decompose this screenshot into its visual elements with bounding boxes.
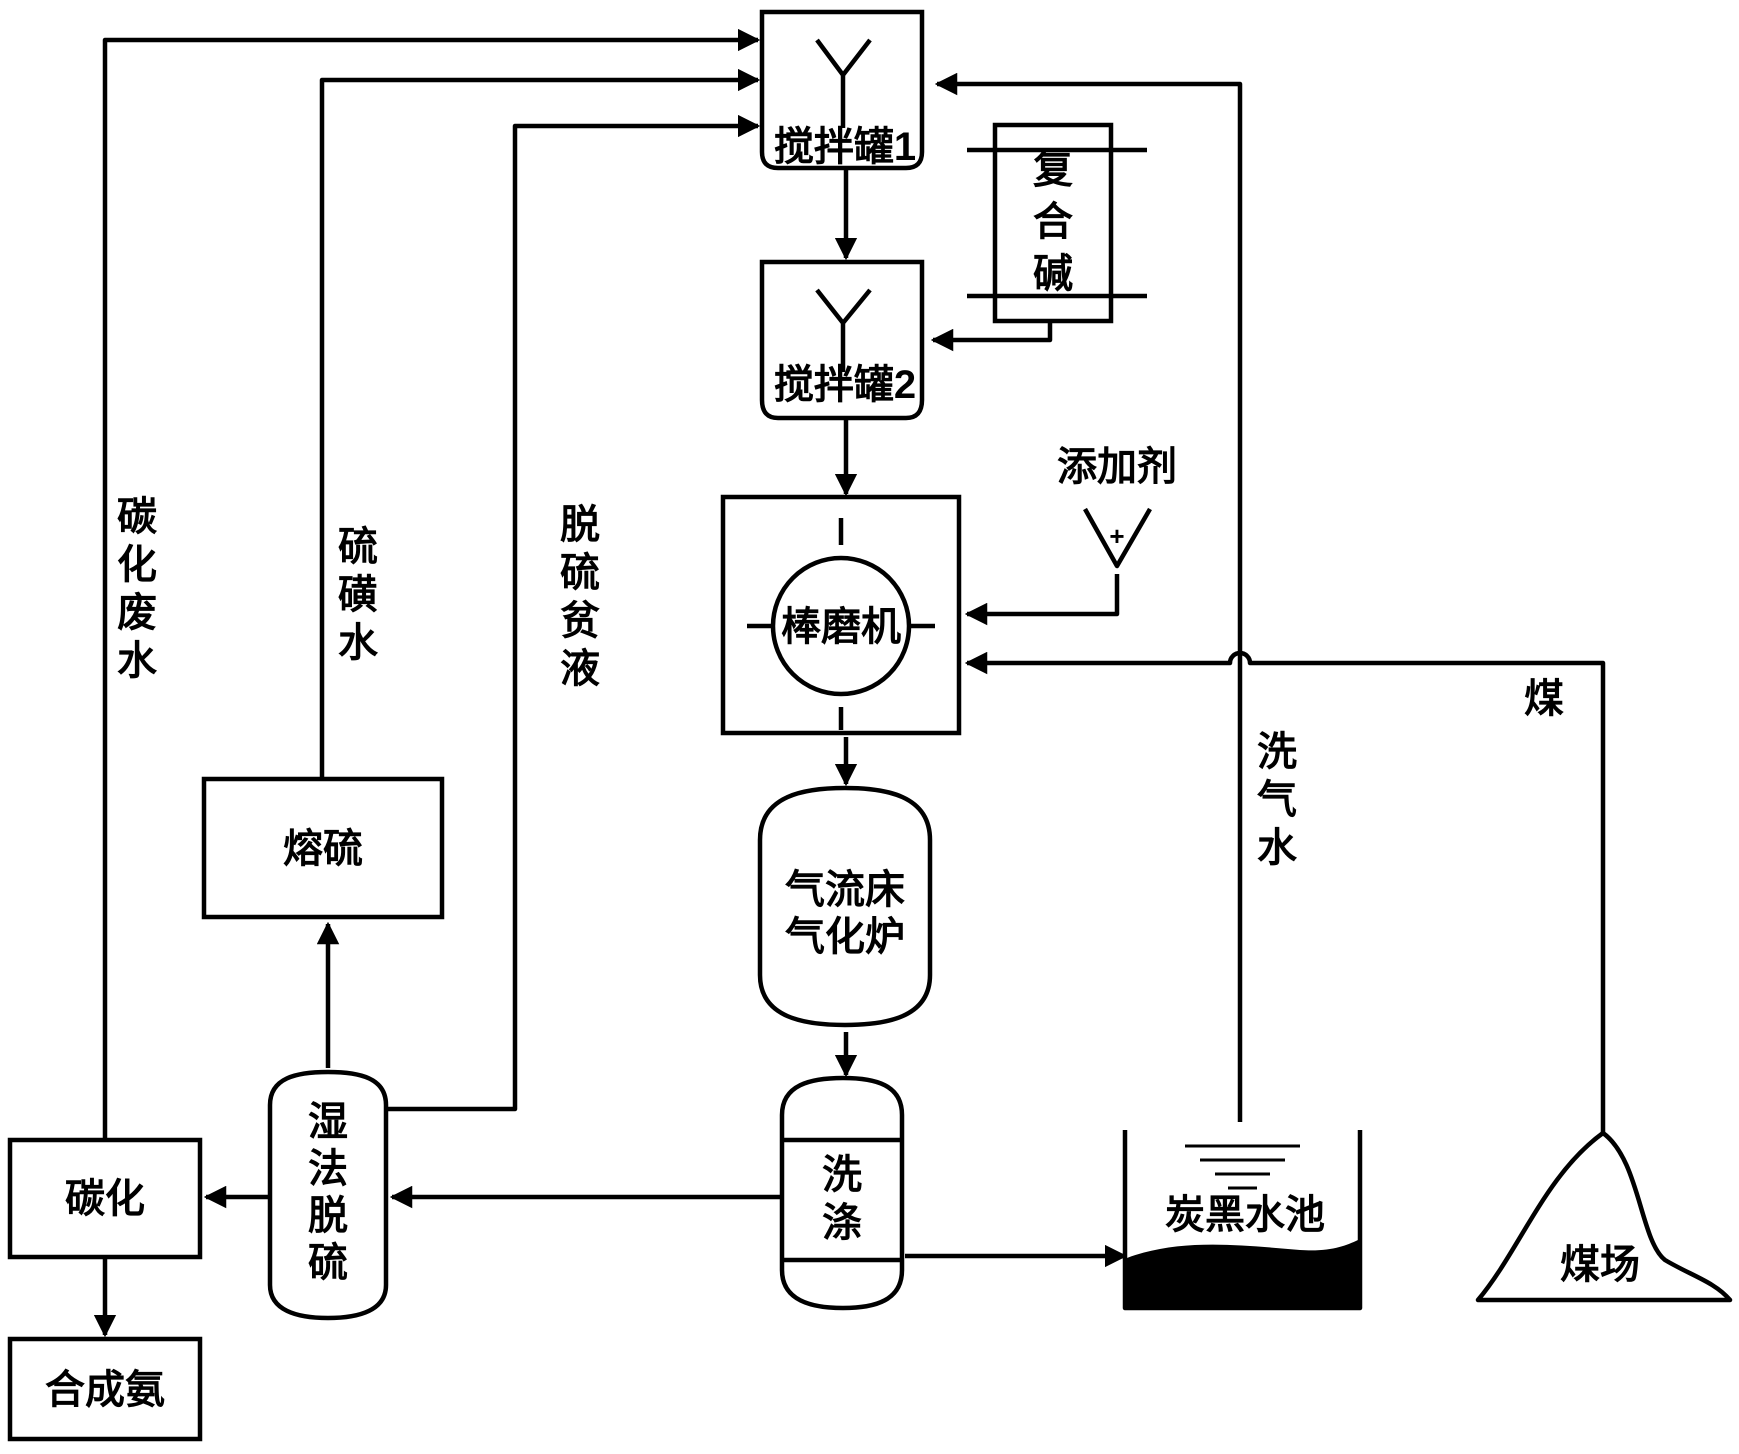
- coal-yard: 煤场: [1475, 1130, 1733, 1303]
- hopper-icon: [1083, 507, 1152, 569]
- stirring-tank-1: 搅拌罐1: [759, 9, 925, 171]
- tank2-label: 搅拌罐2: [774, 363, 916, 407]
- wet-desulfurization-column: 湿 法 脱 硫: [267, 1069, 389, 1321]
- carbonization-label: 碳化: [65, 1177, 145, 1221]
- stirring-tank-2: 搅拌罐2: [759, 259, 925, 421]
- line-carbonization-wastewater: [102, 28, 761, 1140]
- compound-alkali-tank: 复 合 碱: [967, 122, 1147, 324]
- synthetic-ammonia-box: 合成氨: [7, 1336, 203, 1442]
- stream-char: 脱: [560, 503, 600, 547]
- line-additive-mill: [964, 574, 1120, 626]
- label-sulfur-water: 硫 磺 水: [338, 525, 379, 665]
- stream-char: 洗: [1257, 730, 1297, 774]
- alkali-char-3: 碱: [1033, 252, 1073, 296]
- stream-char: 水: [1257, 826, 1298, 870]
- agitator-icon: [815, 38, 872, 128]
- washing-column: 洗 涤: [779, 1075, 905, 1311]
- synthetic-ammonia-label: 合成氨: [45, 1368, 165, 1412]
- rod-mill-label: 棒磨机: [781, 605, 901, 649]
- additive-hopper: 添加剂 +: [1057, 445, 1177, 569]
- stream-char: 水: [338, 621, 379, 665]
- label-carbonization-wastewater: 碳 化 废 水: [117, 495, 158, 683]
- stream-char: 废: [117, 591, 157, 635]
- line-scrubbing-water: [934, 72, 1243, 1122]
- stream-char: 贫: [560, 599, 600, 643]
- label-scrubbing-water: 洗 气 水: [1257, 730, 1298, 870]
- washing-label-2: 涤: [822, 1201, 862, 1245]
- carbon-black-pool-label: 炭黑水池: [1165, 1193, 1325, 1237]
- sulfur-melting-label: 熔硫: [283, 827, 363, 871]
- washing-label-1: 洗: [822, 1153, 862, 1197]
- tank1-label: 搅拌罐1: [774, 125, 916, 169]
- line-alkali-tank2: [930, 322, 1053, 352]
- stream-char: 硫: [560, 551, 600, 595]
- svg-text:+: +: [1109, 521, 1124, 551]
- additive-label: 添加剂: [1057, 445, 1177, 489]
- water-level-icon: [1185, 1144, 1300, 1190]
- alkali-char-1: 复: [1033, 148, 1073, 192]
- coal-pile-icon: [1475, 1130, 1733, 1303]
- line-coal: [964, 650, 1606, 1133]
- gasifier-label-1: 气流床: [785, 868, 905, 912]
- carbon-black-water-pool: 炭黑水池: [1122, 1130, 1363, 1311]
- stream-char: 硫: [338, 525, 378, 569]
- rod-mill: 棒磨机: [720, 494, 962, 736]
- line-lean-liquid: [386, 114, 761, 1112]
- gasifier-label-2: 气化炉: [785, 915, 905, 959]
- stream-char: 气: [1257, 778, 1297, 822]
- desulf-char-3: 脱: [308, 1194, 348, 1238]
- alkali-char-2: 合: [1033, 200, 1073, 244]
- label-coal: 煤: [1524, 677, 1564, 721]
- stream-char: 水: [117, 639, 158, 683]
- agitator-icon: [815, 288, 872, 372]
- desulf-char-1: 湿: [308, 1100, 348, 1144]
- entrained-flow-gasifier: 气流床 气化炉: [757, 785, 933, 1028]
- line-sulfur-water: [319, 68, 761, 777]
- sulfur-melting-box: 熔硫: [201, 776, 445, 920]
- coal-yard-label: 煤场: [1560, 1243, 1640, 1287]
- stream-char: 碳: [117, 495, 158, 539]
- desulf-char-4: 硫: [308, 1241, 348, 1285]
- desulf-char-2: 法: [308, 1147, 348, 1191]
- stream-char: 磺: [338, 573, 378, 617]
- label-lean-liquid: 脱 硫 贫 液: [560, 503, 600, 691]
- stream-char: 化: [117, 543, 157, 587]
- stream-char: 液: [560, 647, 600, 691]
- sludge: [1127, 1240, 1358, 1306]
- carbonization-box: 碳化: [7, 1137, 203, 1260]
